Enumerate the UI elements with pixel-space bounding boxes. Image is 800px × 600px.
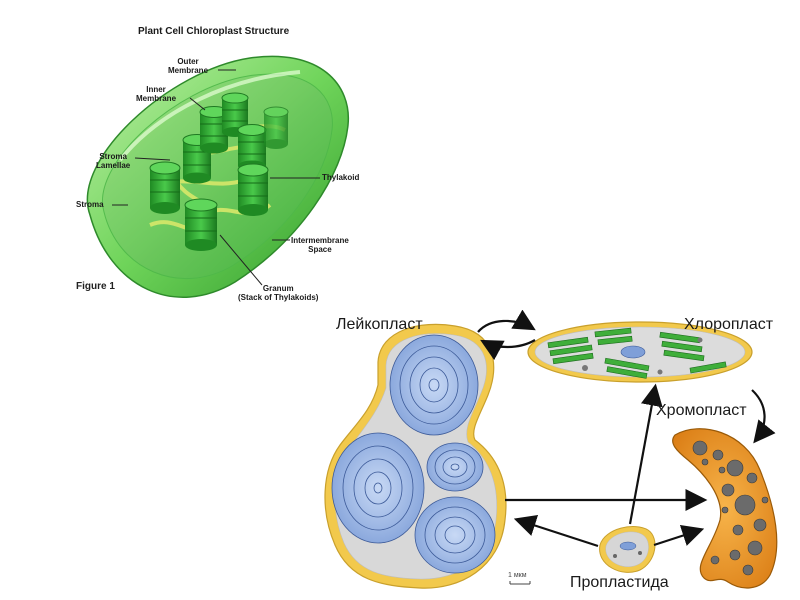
label-chloroplast: Хлоропласт xyxy=(684,316,773,334)
label-stroma-lamellae: Stroma Lamellae xyxy=(96,152,130,170)
arrow-chloro-to-chromo xyxy=(752,390,765,440)
label-stroma: Stroma xyxy=(76,200,104,209)
label-intermembrane-space: Intermembrane Space xyxy=(291,236,349,254)
granum-stack xyxy=(150,162,180,214)
label-inner-membrane: Inner Membrane xyxy=(136,85,176,103)
label-proplastid: Пропластида xyxy=(570,574,669,592)
label-chromoplast: Хромопласт xyxy=(656,402,747,420)
leucoplast xyxy=(325,324,506,588)
chloroplast-outer-membrane xyxy=(87,56,348,297)
scale-bar xyxy=(510,581,530,584)
figure1-title: Plant Cell Chloroplast Structure xyxy=(138,26,289,37)
arrow-chloro-to-leuco xyxy=(484,340,535,347)
label-granum: Granum (Stack of Thylakoids) xyxy=(238,284,318,302)
arrow-proplastid-to-chloro xyxy=(630,388,655,524)
arrow-proplastid-to-leuco xyxy=(518,520,598,546)
label-leucoplast: Лейкопласт xyxy=(336,316,423,334)
starch-grain xyxy=(415,497,495,573)
scale-bar-label: 1 мкм xyxy=(508,572,527,579)
label-thylakoid: Thylakoid xyxy=(322,173,359,182)
starch-grain xyxy=(427,443,483,491)
arrow-proplastid-to-chromo xyxy=(654,530,700,545)
proplastid xyxy=(600,526,655,572)
starch-grain xyxy=(390,335,478,435)
chromoplast xyxy=(673,429,777,588)
granum-stack xyxy=(264,107,288,149)
granum-stack xyxy=(238,164,268,216)
granum-stack xyxy=(185,199,217,251)
label-outer-membrane: Outer Membrane xyxy=(168,57,208,75)
figure1-caption: Figure 1 xyxy=(76,281,115,292)
starch-grain xyxy=(332,433,424,543)
arrow-leuco-to-chloro xyxy=(478,321,532,332)
starch-grain xyxy=(621,346,645,358)
